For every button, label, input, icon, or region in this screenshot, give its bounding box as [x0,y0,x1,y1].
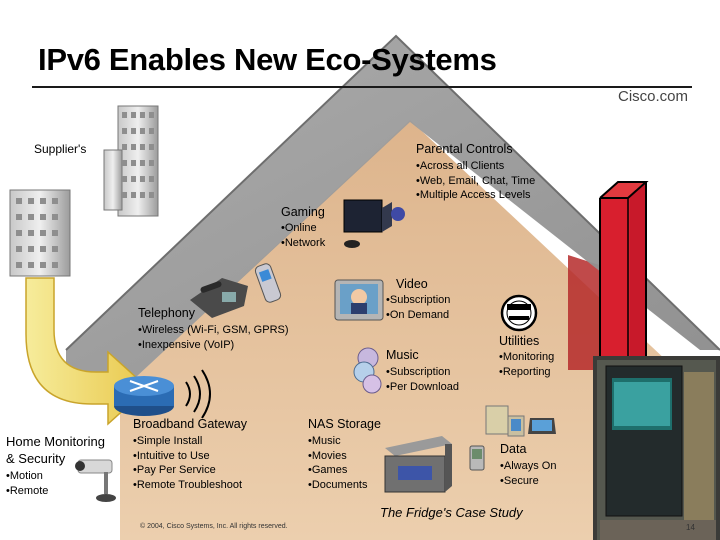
parental-controls-block: Parental Controls Across all Clients Web… [416,142,535,203]
page-title: IPv6 Enables New Eco-Systems [38,42,497,77]
list-item: Motion [6,469,105,484]
utilities-heading: Utilities [499,334,540,348]
computers-icon [469,405,556,471]
cell-phone-icon [254,263,282,303]
music-list: Subscription Per Download [386,365,459,394]
list-item: Music [308,434,381,449]
title-divider [32,86,692,88]
page-number: 14 [686,523,695,532]
data-list: Always On Secure [500,459,557,489]
video-block: Video [396,277,428,291]
gaming-block: Gaming Online Network [281,205,325,250]
music-discs-icon [353,347,382,394]
list-item: Secure [500,474,556,489]
office-buildings-icon [9,105,159,277]
video-list: Subscription On Demand [386,293,451,323]
parental-controls-list: Across all Clients Web, Email, Chat, Tim… [416,159,535,203]
telephone-icon [190,278,248,318]
router-icon [114,369,211,419]
utilities-block: Utilities Monitoring Reporting [499,334,554,379]
list-item: Web, Email, Chat, Time [416,174,535,189]
brand-logo: Cisco.com [618,88,689,105]
list-item: Subscription [386,293,451,308]
list-item: On Demand [386,308,450,323]
list-item: Network [281,236,325,251]
house-wall [120,120,700,540]
parental-controls-heading: Parental Controls [416,142,513,156]
list-item: Across all Clients [416,159,535,174]
list-item: Subscription [386,365,459,380]
fridge-caption: The Fridge's Case Study [380,505,523,520]
list-item: Reporting [499,365,554,380]
nas-storage-icon [384,436,452,493]
tv-icon [334,279,384,321]
telephony-block: Telephony Wireless (Wi-Fi, GSM, GPRS) In… [138,306,289,352]
music-heading: Music [386,348,419,362]
gaming-list: Online Network [281,221,325,250]
home-monitoring-list: Motion Remote [6,469,105,498]
nas-storage-heading: NAS Storage [308,417,381,431]
list-item: Pay Per Service [133,463,247,478]
data-block: Data Always On Secure [500,442,556,488]
telephony-heading: Telephony [138,306,195,320]
list-item: Monitoring [499,350,554,365]
list-item: Multiple Access Levels [416,188,535,203]
chimney [599,181,649,358]
utilities-list: Monitoring Reporting [499,350,554,379]
supplier-label: Supplier's [34,142,87,156]
copyright-footer: © 2004, Cisco Systems, Inc. All rights r… [140,523,288,530]
telephony-list: Wireless (Wi-Fi, GSM, GPRS) Inexpensive … [138,323,289,352]
list-item: Always On [500,459,557,474]
data-heading: Data [500,442,527,456]
nas-storage-list: Music Movies Games Documents [308,434,381,492]
home-monitoring-block: Home Monitoring & Security Motion Remote [6,433,105,498]
gaming-heading: Gaming [281,205,325,219]
list-item: Inexpensive (VoIP) [138,338,289,353]
list-item: Online [281,221,325,236]
home-monitoring-heading-line2: & Security [6,451,66,466]
list-item: Movies [308,449,381,464]
list-item: Simple Install [133,434,247,449]
broadband-gateway-list: Simple Install Intuitive to Use Pay Per … [133,434,247,492]
list-item: Documents [308,478,381,493]
fridge-photo [593,356,720,540]
list-item: Intuitive to Use [133,449,247,464]
list-item: Remote [6,484,105,499]
utility-meter-icon [500,294,538,332]
list-item: Remote Troubleshoot [133,478,247,493]
video-heading: Video [396,277,428,291]
broadband-gateway-heading: Broadband Gateway [133,417,247,431]
list-item: Games [308,463,381,478]
list-item: Per Download [386,380,459,395]
game-console-icon [343,199,405,248]
home-monitoring-heading-line1: Home Monitoring [6,434,105,449]
music-block: Music Subscription Per Download [386,348,459,394]
broadband-gateway-block: Broadband Gateway Simple Install Intuiti… [133,417,247,492]
nas-storage-block: NAS Storage Music Movies Games Documents [308,417,381,492]
list-item: Wireless (Wi-Fi, GSM, GPRS) [138,323,289,338]
